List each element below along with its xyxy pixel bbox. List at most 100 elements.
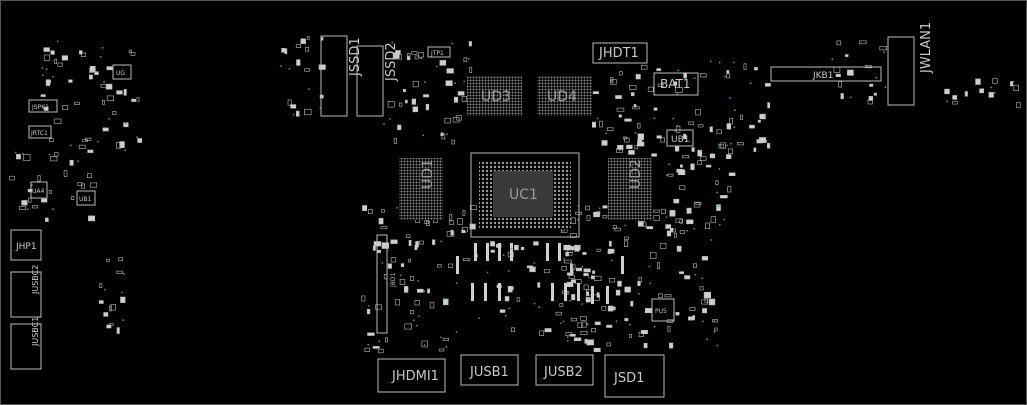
via-dot [734,109,736,111]
pu5-label: PU5 [655,308,667,315]
connector-jtp1[interactable]: JTP1 [427,46,451,58]
passive-component [432,239,436,245]
via-dot [665,174,668,177]
passive-component [709,126,713,133]
connector-jssd1[interactable]: JSSD1 [320,35,363,117]
connector-jusbc1[interactable]: JUSBC1 [10,317,42,370]
chip-ud4[interactable]: UD4 [537,76,592,116]
chip-ua4[interactable]: UA4 [30,181,48,199]
passive-component [695,109,701,116]
passive-component [988,92,994,98]
via-dot [423,290,426,293]
passive-component [697,124,704,128]
via-dot [884,86,887,89]
passive-component [461,96,468,102]
via-dot [454,82,456,85]
via-dot [1012,80,1015,83]
passive-component [403,286,409,293]
connector-jrtc1[interactable]: JRTC1 [28,125,52,139]
passive-component [686,207,692,214]
via-dot [77,160,79,163]
passive-component [100,84,108,88]
via-dot [713,320,716,323]
passive-component [653,209,660,213]
via-dot [702,320,704,323]
passive-component [703,291,711,299]
via-dot [486,271,489,274]
connector-jhdmi1[interactable]: JHDMI1 [377,358,446,393]
ub1-left-label: UB1 [79,196,92,203]
passive-component [602,205,608,209]
via-dot [423,344,426,346]
passive-component [844,54,849,57]
connector-jssd2[interactable]: JSSD2 [356,42,399,117]
passive-component [109,305,112,312]
chip-ub1[interactable]: UB1 [666,129,694,147]
passive-component [838,81,843,88]
passive-component [128,49,132,54]
connector-jkb1[interactable]: JKB1 [770,66,882,82]
connector-bat1[interactable]: BAT1 [653,72,699,96]
chip-ub1-left[interactable]: UB1 [76,190,96,206]
passive-component [565,251,569,257]
passive-component [380,226,388,230]
chip-ug[interactable]: UG [112,64,132,80]
passive-component [462,210,466,216]
passive-component [295,44,302,48]
passive-component [381,209,385,213]
jssd1-label: JSSD1 [348,37,363,77]
passive-component [630,301,634,307]
via-dot [383,123,385,126]
passive-component [580,330,588,335]
connector-jspk1[interactable]: JSPK1 [28,99,58,113]
passive-component [701,299,708,305]
via-dot [292,113,295,116]
passive-component [300,38,306,44]
passive-component [407,53,411,57]
chip-ud3[interactable]: UD3 [467,76,522,116]
chip-uc1[interactable]: UC1 [470,152,580,238]
via-dot [451,42,454,45]
passive-component [424,220,429,224]
chip-pu5[interactable]: PU5 [651,298,675,322]
connector-jusbc2[interactable]: JUSBC2 [10,265,42,318]
chip-ud1[interactable]: UD1 [399,158,443,220]
passive-component [624,318,629,322]
passive-component [647,86,654,92]
passive-component [667,173,674,177]
passive-component [381,242,389,249]
connector-jhdt1[interactable]: JHDT1 [592,42,648,64]
passive-component [674,232,677,238]
chip-ud2[interactable]: UD2 [608,158,652,220]
connector-jwlan1[interactable]: JWLAN1 [887,22,934,106]
via-dot [676,124,679,127]
ug-label: UG [116,70,125,77]
via-dot [381,262,384,264]
passive-component [387,101,395,108]
via-dot [123,273,125,275]
passive-component [490,249,495,253]
connector-jsd1[interactable]: JSD1 [604,354,665,398]
via-dot [566,340,569,342]
passive-component [728,172,736,176]
passive-component [438,348,445,352]
connector-jhp1[interactable]: JHP1 [10,229,42,261]
passive-component [77,182,83,187]
passive-component [628,85,637,90]
passive-component [673,81,677,86]
via-dot [718,61,721,64]
passive-component [520,246,525,251]
via-dot [563,258,565,260]
via-dot [717,205,720,208]
connector-jbd[interactable]: JBD1 [376,234,397,334]
passive-component [449,214,453,221]
via-dot [628,323,631,326]
connector-jusb1[interactable]: JUSB1 [460,354,519,386]
passive-component [296,59,301,66]
via-dot [668,163,670,166]
connector-jusb2[interactable]: JUSB2 [535,354,594,386]
passive-component [514,244,519,251]
passive-component [701,256,709,261]
